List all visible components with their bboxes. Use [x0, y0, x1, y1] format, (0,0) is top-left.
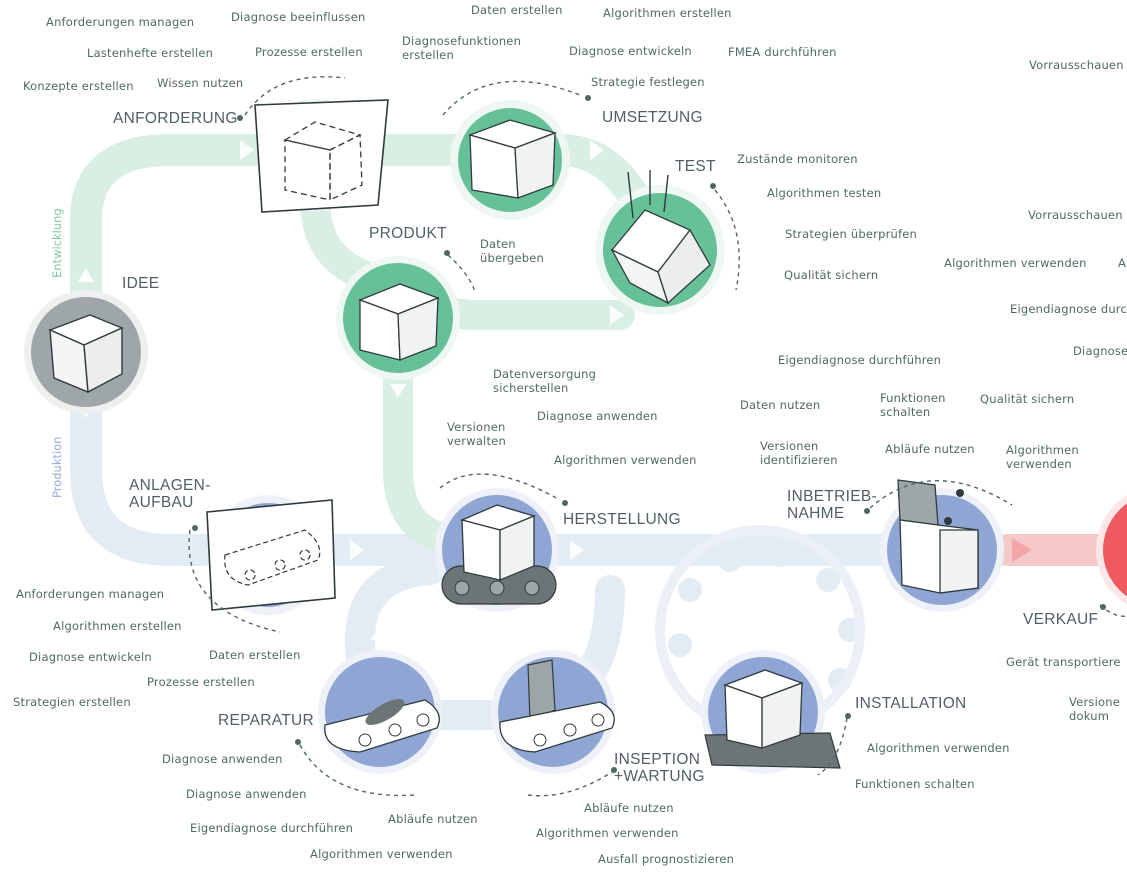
activity-label: Qualität sichern: [980, 392, 1075, 406]
activity-label: FMEA durchführen: [728, 45, 837, 59]
stage-title-verkauf: VERKAUF: [1023, 611, 1099, 628]
activity-label: Zustände monitoren: [737, 152, 858, 166]
activity-label: Versionen verwalten: [447, 420, 506, 448]
stage-title-umsetzung: UMSETZUNG: [602, 109, 703, 126]
stage-title-herstellung: HERSTELLUNG: [563, 511, 681, 528]
activity-label: Eigendiagnose durchführen: [778, 353, 942, 367]
activity-label: Prozesse erstellen: [255, 45, 363, 59]
activity-label: Daten erstellen: [209, 648, 301, 662]
activity-label: Diagnose: [1073, 344, 1127, 358]
product-to-production-path: [383, 345, 465, 555]
stage-nodes: [24, 99, 1127, 774]
activity-label: Algorithmen verwenden: [1006, 443, 1079, 471]
connector-arcs: [188, 76, 1127, 797]
activity-label: Algorithmen erstellen: [603, 6, 732, 20]
stage-title-idee: IDEE: [122, 275, 160, 292]
installation-ring: [668, 543, 862, 692]
activity-label: Eigendiagnose durchführen: [190, 821, 354, 835]
activity-label: Algorithmen verwenden: [554, 453, 697, 467]
activity-label: Abläufe nutzen: [388, 812, 478, 826]
production-path: [70, 364, 1026, 566]
activity-label: Abläufe nutzen: [584, 801, 674, 815]
activity-label: Funktionen schalten: [855, 777, 975, 791]
activity-label: Gerät transportiere: [1006, 655, 1121, 669]
activity-label: Versionen identifizieren: [760, 439, 838, 467]
activity-label: Daten erstellen: [471, 3, 563, 17]
activity-label: Versione dokum: [1069, 695, 1120, 723]
development-axis-label: Entwicklung: [50, 208, 64, 278]
activity-label: Algorithmen verwenden: [310, 847, 453, 861]
stage-title-test: TEST: [675, 158, 716, 175]
activity-label: Diagnose beeinflussen: [231, 10, 366, 24]
stage-title-inspektion: INSEPTION +WARTUNG: [614, 751, 705, 785]
activity-label: Daten nutzen: [740, 398, 821, 412]
stage-title-inbetriebnahme: INBETRIEB- NAHME: [787, 488, 877, 522]
stage-title-reparatur: REPARATUR: [218, 712, 314, 729]
connector-dots: [192, 95, 1106, 773]
activity-label: Diagnose anwenden: [162, 752, 283, 766]
stage-title-anlagenaufbau: ANLAGEN- AUFBAU: [129, 477, 211, 511]
stage-title-anforderung: ANFORDERUNG: [113, 110, 238, 127]
development-path: [70, 134, 666, 316]
activity-label: Algorithmen erstellen: [53, 619, 182, 633]
activity-label: Vorrausschauen: [1028, 208, 1123, 222]
activity-label: Algorithmen testen: [767, 186, 882, 200]
sales-arrow: [1012, 538, 1032, 562]
activity-label: Strategien erstellen: [13, 695, 131, 709]
stage-title-produkt: PRODUKT: [369, 225, 447, 242]
activity-label: Wissen nutzen: [157, 76, 244, 90]
activity-label: Diagnose entwickeln: [569, 44, 692, 58]
activity-label: Diagnosefunktionen erstellen: [402, 34, 522, 62]
activity-label: Algorithmen verwenden: [867, 741, 1010, 755]
activity-label: Anforderungen managen: [16, 587, 165, 601]
activity-label: Algorithmen verwenden: [536, 826, 679, 840]
stage-title-installation: INSTALLATION: [855, 695, 967, 712]
activity-label: Abläufe nutzen: [885, 442, 975, 456]
activity-label: Qualität sichern: [784, 268, 879, 282]
activity-label: Vorrausschauen: [1029, 58, 1124, 72]
activity-label: Strategie festlegen: [591, 75, 705, 89]
activity-label: Daten übergeben: [480, 237, 545, 265]
activity-label: Datenversorgung sicherstellen: [493, 367, 597, 395]
production-axis-label: Produktion: [50, 436, 64, 498]
activity-label: A: [1118, 256, 1127, 270]
activity-label: Anforderungen managen: [46, 15, 195, 29]
activity-label: Algorithmen verwenden: [944, 256, 1087, 270]
activity-label: Diagnose entwickeln: [29, 650, 152, 664]
flow-arrows: [78, 140, 624, 640]
activity-label: Diagnose anwenden: [537, 409, 658, 423]
activity-label: Eigendiagnose durc: [1010, 302, 1127, 316]
activity-label: Lastenhefte erstellen: [87, 46, 214, 60]
activity-label: Funktionen schalten: [880, 391, 946, 419]
activity-label: Strategien überprüfen: [785, 227, 918, 241]
activity-label: Konzepte erstellen: [23, 79, 134, 93]
activity-label: Prozesse erstellen: [147, 675, 255, 689]
activity-label: Diagnose anwenden: [186, 787, 307, 801]
activity-label: Ausfall prognostizieren: [598, 852, 735, 866]
